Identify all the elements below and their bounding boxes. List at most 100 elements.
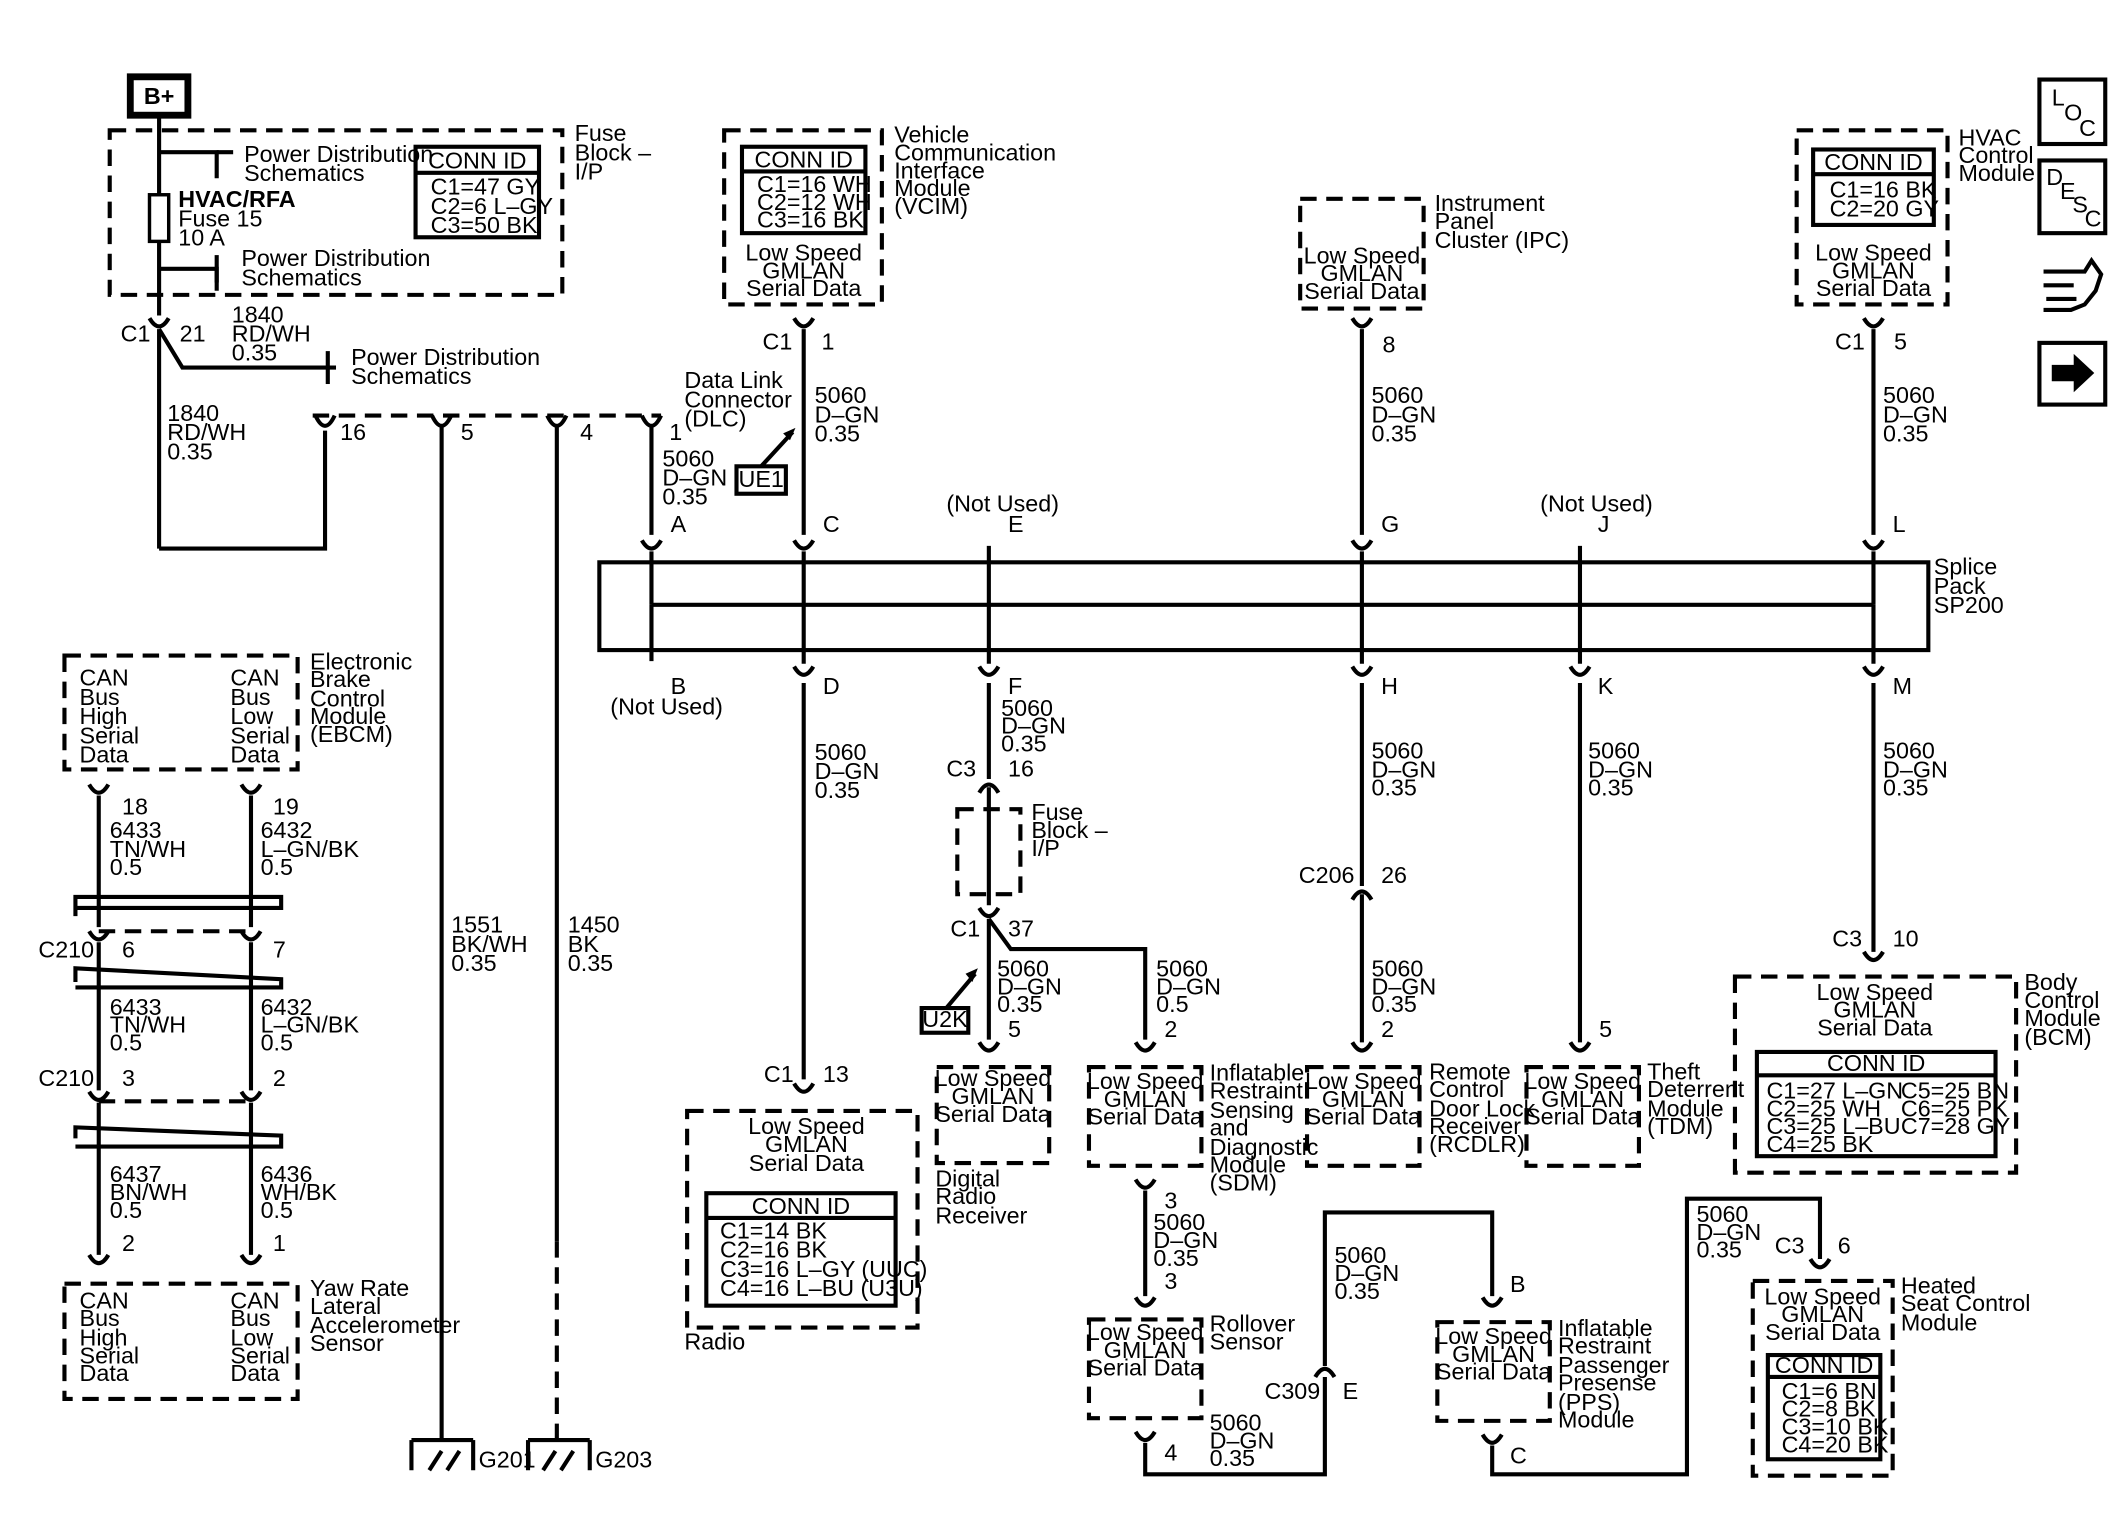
pin-label: E — [1343, 1378, 1359, 1404]
pin-label: A — [671, 511, 687, 537]
pin-label: C — [823, 511, 840, 537]
connector-end-view-icon[interactable] — [2043, 256, 2104, 313]
next-page-arrow-icon[interactable] — [2037, 340, 2108, 407]
pin-label: 1 — [669, 419, 682, 445]
pin-label: F — [1008, 673, 1022, 699]
pin-label: H — [1381, 673, 1398, 699]
option-tag-label: U2K — [922, 1006, 968, 1032]
svg-text:D: D — [2046, 164, 2063, 190]
pin-label: 8 — [1382, 331, 1395, 357]
radio-title: Radio — [684, 1329, 745, 1355]
connector-label: C3 — [1832, 925, 1862, 951]
conn-id-header: CONN ID — [1827, 1050, 1925, 1076]
pin-label: 5 — [461, 419, 474, 445]
connector-label: C210 — [38, 1065, 94, 1091]
svg-text:C: C — [2085, 205, 2102, 231]
pin-label: 5 — [1894, 329, 1907, 355]
ground-g203: G203 — [525, 1438, 652, 1473]
pin-label: 4 — [580, 419, 593, 445]
pin-label: E — [1008, 511, 1024, 537]
pin-label: 1 — [822, 329, 835, 355]
pin-label: 26 — [1381, 862, 1407, 888]
pin-label: 2 — [1164, 1016, 1177, 1042]
location-icon[interactable]: L O C — [2037, 77, 2108, 147]
splice-pins-top: A C E (Not Used) G J (Not Used) L — [640, 491, 1906, 605]
pin-label: 6 — [1838, 1233, 1851, 1259]
svg-text:S: S — [2072, 192, 2088, 218]
pin-label: 2 — [1381, 1016, 1394, 1042]
not-used-label: (Not Used) — [946, 491, 1059, 517]
conn-id-header: CONN ID — [755, 146, 853, 172]
connector-label: C3 — [1775, 1233, 1805, 1259]
pin-label: J — [1598, 511, 1610, 537]
battery-label: B+ — [144, 83, 174, 109]
conn-id-header: CONN ID — [752, 1193, 850, 1219]
pin-label: 3 — [1164, 1187, 1177, 1213]
connector-label: C1 — [121, 321, 151, 347]
option-tag-ue1 — [734, 464, 788, 496]
pin-label: 3 — [1164, 1268, 1177, 1294]
pin-label: 13 — [823, 1061, 849, 1087]
connector-label: C3 — [946, 755, 976, 781]
option-tag-u2k — [919, 1005, 971, 1035]
connector-label: C1 — [763, 329, 793, 355]
pin-label: 21 — [180, 321, 206, 347]
pin-label: 3 — [122, 1065, 135, 1091]
ground-g201: G201 — [409, 1438, 536, 1473]
description-icon[interactable]: D E S C — [2037, 158, 2108, 236]
pin-label: 18 — [122, 794, 148, 820]
pin-label: D — [823, 673, 840, 699]
conn-id-header: CONN ID — [1824, 149, 1922, 175]
pin-label: 37 — [1008, 916, 1034, 942]
pin-label: 5 — [1599, 1016, 1612, 1042]
connector-label: C206 — [1299, 862, 1355, 888]
connector-label: C1 — [1835, 329, 1865, 355]
